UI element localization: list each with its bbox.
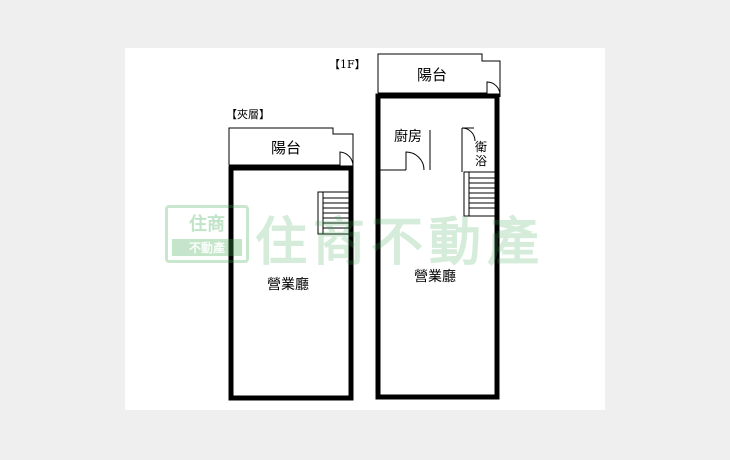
watermark-text: 住商不動產 <box>255 213 546 273</box>
floor-plan-sheet <box>125 48 605 410</box>
bathroom-label: 衛 浴 <box>475 140 488 169</box>
kitchen-partition <box>380 130 431 171</box>
bathroom-partition <box>461 127 476 172</box>
mezzanine-main-room-label: 營業廳 <box>267 277 309 293</box>
mezzanine-plan <box>228 127 354 401</box>
mezzanine-floor-label: 【夾層】 <box>226 108 270 121</box>
first-floor-stair <box>463 171 496 217</box>
watermark-logo-top: 住商 <box>189 214 225 235</box>
first-floor-label: 【1F】 <box>329 58 366 71</box>
first-floor-balcony-outline <box>377 53 501 97</box>
mezzanine-balcony-outline <box>228 127 354 168</box>
first-floor-balcony-door <box>486 81 501 96</box>
mezzanine-balcony-label: 陽台 <box>271 139 302 157</box>
bathroom-label-line1: 衛 <box>475 140 488 154</box>
first-floor-balcony-label: 陽台 <box>417 66 448 84</box>
mezzanine-walls <box>228 165 354 401</box>
mezzanine-stair <box>317 191 351 235</box>
watermark-logo: 住商 不動產 <box>165 205 249 263</box>
watermark-logo-bottom: 不動產 <box>172 239 242 256</box>
first-floor-walls <box>375 93 500 400</box>
mezzanine-balcony-door <box>339 151 354 167</box>
first-floor-main-room-label: 營業廳 <box>414 269 456 285</box>
bathroom-label-line2: 浴 <box>475 153 488 168</box>
kitchen-label: 廚房 <box>394 129 422 145</box>
first-floor-plan <box>375 53 501 400</box>
